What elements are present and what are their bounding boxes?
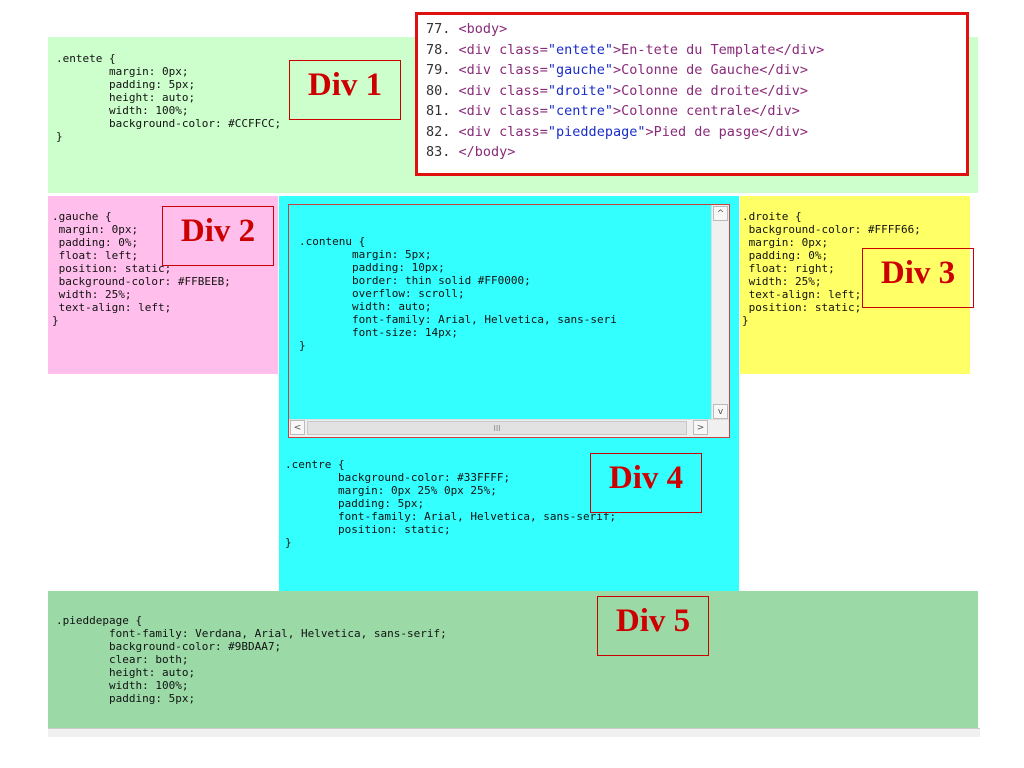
- snippet-line-number: 77.: [426, 21, 459, 37]
- contenu-scroll-box[interactable]: .contenu { margin: 5px; padding: 10px; b…: [288, 204, 730, 438]
- vertical-scrollbar[interactable]: ^ v: [711, 205, 729, 420]
- snippet-line-number: 82.: [426, 123, 459, 140]
- snippet-token: <div class=: [458, 123, 548, 140]
- horizontal-scrollbar[interactable]: < III >: [289, 419, 729, 437]
- snippet-token: >Colonne de Gauche</div>: [612, 62, 809, 78]
- snippet-token: >En-tete du Template</div>: [612, 41, 825, 58]
- pieddepage-region: .pieddepage { font-family: Verdana, Aria…: [48, 591, 978, 733]
- snippet-token: "pieddepage": [547, 123, 646, 140]
- scroll-right-button[interactable]: >: [693, 420, 708, 435]
- snippet-line-number: 79.: [426, 62, 459, 78]
- snippet-token: <body>: [458, 21, 508, 37]
- gauche-css-code: .gauche { margin: 0px; padding: 0%; floa…: [52, 210, 231, 327]
- horizontal-scroll-thumb[interactable]: III: [307, 421, 687, 435]
- scroll-up-button[interactable]: ^: [713, 206, 728, 221]
- gauche-region: .gauche { margin: 0px; padding: 0%; floa…: [48, 196, 278, 374]
- snippet-line: 82. <div class="pieddepage">Pied de pasg…: [426, 122, 966, 143]
- snippet-token: </body>: [458, 144, 516, 160]
- div2-label: Div 2: [162, 206, 274, 266]
- centre-css-code: .centre { background-color: #33FFFF; mar…: [285, 458, 617, 549]
- snippet-line: 81. <div class="centre">Colonne centrale…: [426, 101, 966, 122]
- page-horizontal-scrollbar[interactable]: [48, 728, 980, 737]
- droite-region: .droite { background-color: #FFFF66; mar…: [740, 196, 970, 374]
- droite-css-code: .droite { background-color: #FFFF66; mar…: [742, 210, 921, 327]
- div4-label: Div 4: [590, 453, 702, 513]
- snippet-token: "droite": [547, 82, 613, 99]
- snippet-line-number: 80.: [426, 82, 459, 99]
- snippet-line: 80. <div class="droite">Colonne de droit…: [426, 81, 966, 102]
- snippet-token: <div class=: [458, 82, 548, 99]
- snippet-token: >Colonne de droite</div>: [612, 82, 809, 99]
- snippet-token: >Colonne centrale</div>: [612, 103, 800, 119]
- entete-css-code: .entete { margin: 0px; padding: 5px; hei…: [56, 52, 282, 143]
- pieddepage-css-code: .pieddepage { font-family: Verdana, Aria…: [56, 614, 447, 705]
- snippet-token: "gauche": [547, 62, 613, 78]
- snippet-line: 78. <div class="entete">En-tete du Templ…: [426, 40, 966, 61]
- snippet-lines: 77. <body>78. <div class="entete">En-tet…: [426, 19, 966, 163]
- scroll-down-button[interactable]: v: [713, 404, 728, 419]
- snippet-line: 83. </body>: [426, 142, 966, 163]
- snippet-line: 77. <body>: [426, 19, 966, 40]
- snippet-line-number: 83.: [426, 144, 459, 160]
- snippet-token: >Pied de pasge</div>: [645, 123, 809, 140]
- div3-label: Div 3: [862, 248, 974, 308]
- contenu-css-code: .contenu { margin: 5px; padding: 10px; b…: [299, 235, 617, 352]
- html-code-snippet: 77. <body>78. <div class="entete">En-tet…: [415, 12, 969, 176]
- snippet-line-number: 81.: [426, 103, 459, 119]
- snippet-token: <div class=: [458, 41, 548, 58]
- snippet-line-number: 78.: [426, 41, 459, 58]
- scroll-left-button[interactable]: <: [290, 420, 305, 435]
- snippet-token: <div class=: [458, 103, 548, 119]
- snippet-line: 79. <div class="gauche">Colonne de Gauch…: [426, 60, 966, 81]
- snippet-token: "centre": [547, 103, 613, 119]
- snippet-token: "entete": [547, 41, 613, 58]
- div5-label: Div 5: [597, 596, 709, 656]
- snippet-token: <div class=: [458, 62, 548, 78]
- div1-label: Div 1: [289, 60, 401, 120]
